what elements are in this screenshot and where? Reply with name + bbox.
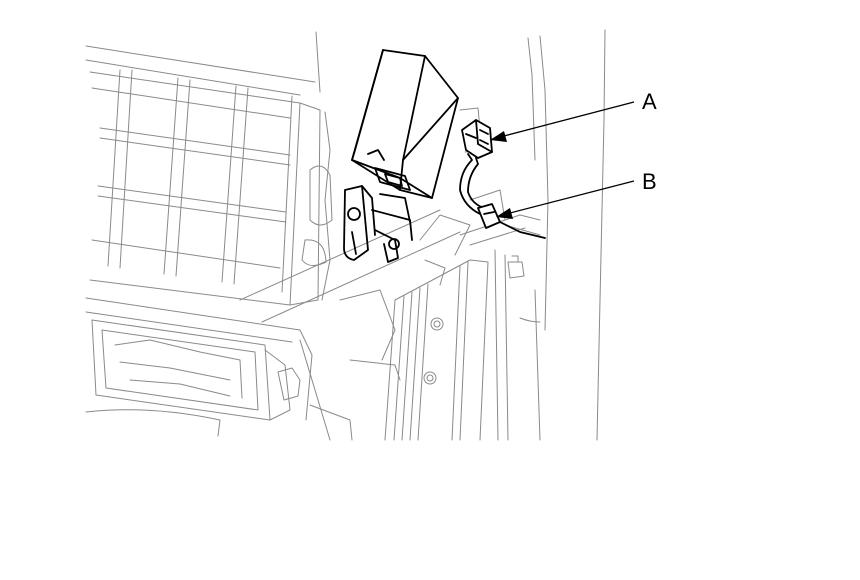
wire-harness	[459, 153, 485, 215]
background-structure	[85, 29, 606, 441]
mounting-bracket	[343, 185, 413, 263]
relay-module	[351, 49, 459, 199]
callout-b: B	[496, 169, 657, 219]
connector-a	[461, 119, 493, 159]
callout-a-arrowhead	[490, 131, 507, 142]
harness-clip-b	[477, 203, 546, 239]
callout-a: A	[490, 89, 657, 142]
callout-a-label: A	[642, 89, 657, 114]
callout-b-arrowhead	[496, 208, 513, 219]
callout-a-leader	[499, 101, 635, 138]
callout-b-leader	[505, 180, 635, 215]
callout-b-label: B	[642, 169, 657, 194]
